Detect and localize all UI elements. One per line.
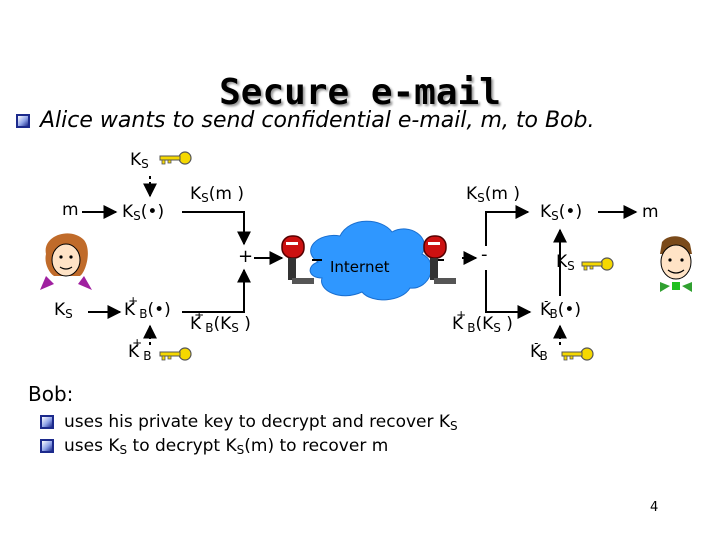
minus-operator: - bbox=[481, 244, 488, 265]
mailbox-icon bbox=[423, 235, 456, 284]
bob-step-1: uses his private key to decrypt and reco… bbox=[40, 412, 458, 433]
key-icon bbox=[581, 257, 614, 271]
bullet-icon bbox=[40, 439, 54, 453]
ks-func-left-label: KS(•) bbox=[122, 202, 165, 223]
kb-public-key-label: K+B bbox=[128, 336, 152, 363]
slide-title: Secure e-mail bbox=[219, 72, 501, 113]
ks-m-left-label: KS(m ) bbox=[190, 184, 245, 205]
kb-private-key-label: K-B bbox=[530, 336, 548, 363]
intro-bullet: Alice wants to send confidential e-mail,… bbox=[16, 108, 594, 133]
ks-right-label: KS bbox=[556, 252, 575, 273]
ks-left-label: KS bbox=[54, 300, 73, 321]
m-left-label: m bbox=[62, 200, 79, 220]
bob-heading: Bob: bbox=[28, 382, 74, 406]
flow-arrows bbox=[82, 176, 638, 345]
ks-func-right-label: KS(•) bbox=[540, 202, 583, 223]
internet-label: Internet bbox=[330, 258, 390, 276]
bob-avatar bbox=[660, 236, 692, 292]
kb-private-func-label: K-B(•) bbox=[540, 294, 582, 321]
key-icon bbox=[159, 347, 192, 361]
page-number: 4 bbox=[650, 500, 659, 515]
key-icon bbox=[561, 347, 594, 361]
bullet-icon bbox=[16, 114, 30, 128]
intro-text: Alice wants to send confidential e-mail,… bbox=[40, 108, 595, 133]
ks-m-right-label: KS(m ) bbox=[466, 184, 521, 205]
alice-avatar bbox=[40, 233, 92, 290]
kb-public-ks-right-label: K+B(KS ) bbox=[452, 308, 513, 335]
bob-step-2: uses KS to decrypt KS(m) to recover m bbox=[40, 436, 388, 457]
key-icon bbox=[159, 151, 192, 165]
kb-public-func-label: K+B(•) bbox=[124, 294, 171, 321]
ks-top-label: KS bbox=[130, 150, 149, 171]
mailbox-icon bbox=[281, 235, 314, 284]
plus-operator: + bbox=[238, 246, 254, 267]
m-right-label: m bbox=[642, 202, 659, 222]
bullet-icon bbox=[40, 415, 54, 429]
kb-public-ks-left-label: K+B(KS ) bbox=[190, 308, 251, 335]
